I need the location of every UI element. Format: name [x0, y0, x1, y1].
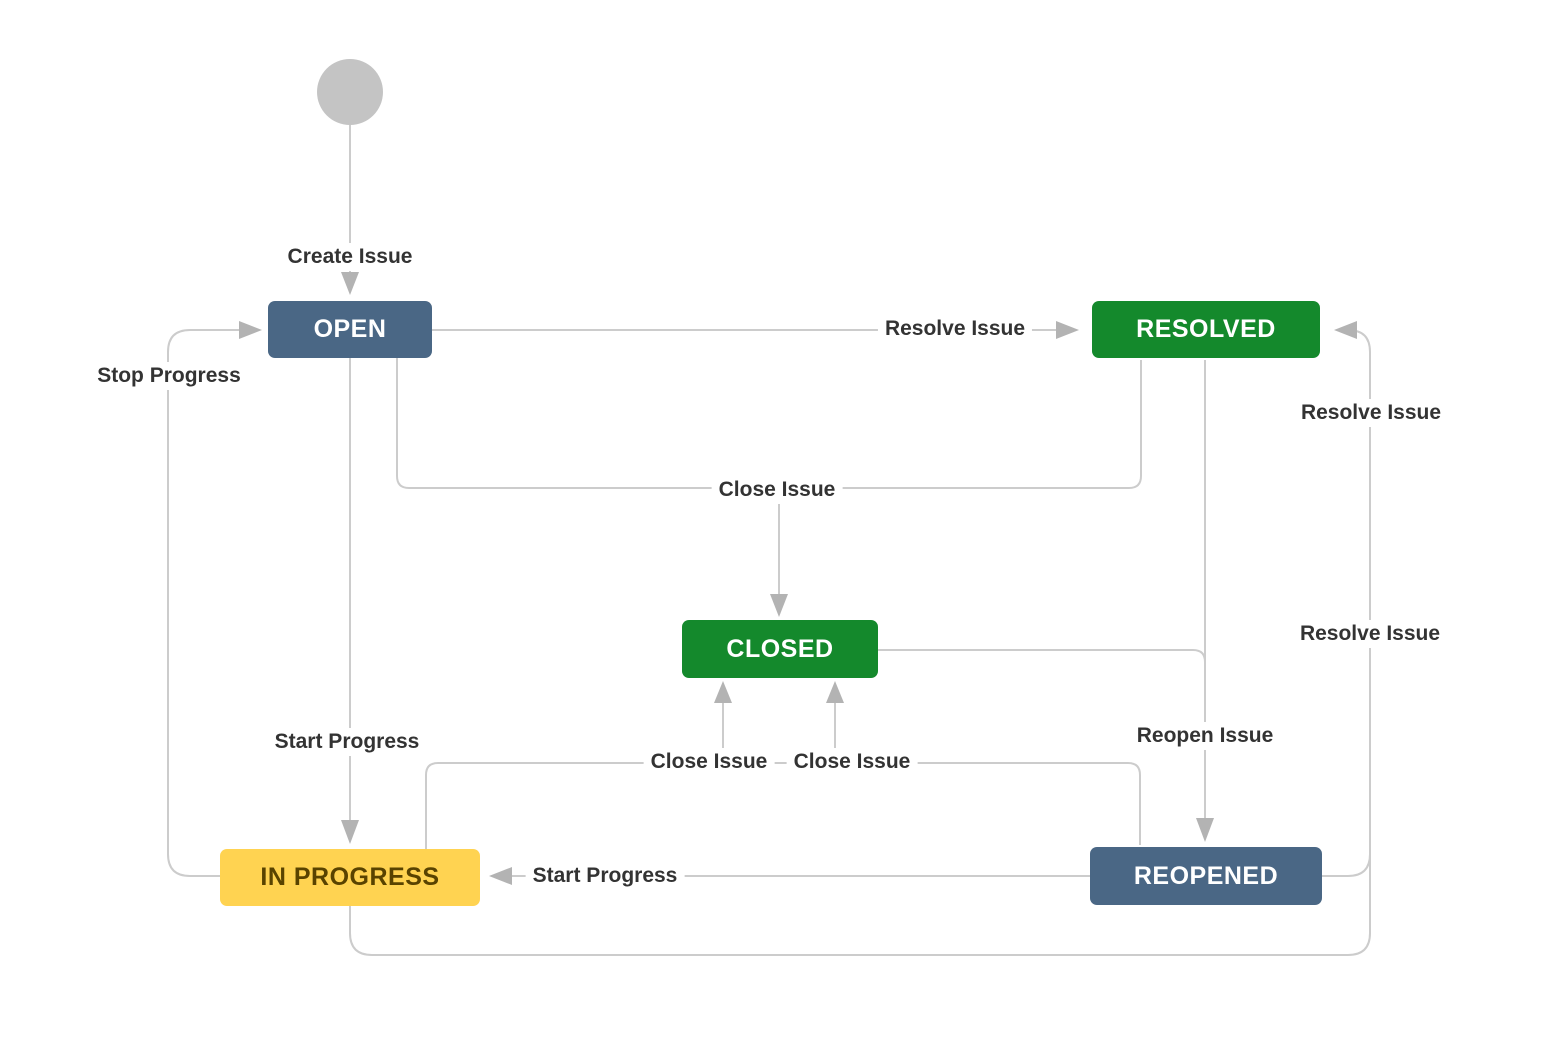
transition-label-reopen-issue[interactable]: Reopen Issue	[1129, 722, 1281, 750]
arrowhead-into-open-left	[239, 321, 262, 339]
status-node-reopened[interactable]: REOPENED	[1090, 847, 1322, 905]
edge-reopened-to-resolved	[1322, 853, 1371, 877]
start-node[interactable]	[317, 59, 383, 125]
arrowhead-into-inprogress-top	[341, 820, 359, 844]
transition-label-close-issue-right[interactable]: Close Issue	[786, 748, 918, 776]
edge-inprogress-to-open	[167, 329, 239, 877]
arrowhead-into-open-top	[341, 272, 359, 295]
transition-label-start-progress-left[interactable]: Start Progress	[267, 728, 427, 756]
status-node-closed[interactable]: CLOSED	[682, 620, 878, 678]
transition-label-resolve-issue-top[interactable]: Resolve Issue	[877, 315, 1033, 343]
arrowhead-into-closed-bottom-left	[714, 681, 732, 703]
transition-label-close-issue-mid[interactable]: Close Issue	[711, 476, 843, 504]
transition-label-resolve-issue-right-lower[interactable]: Resolve Issue	[1292, 620, 1448, 648]
arrowhead-into-inprogress-right	[489, 867, 512, 885]
arrowhead-into-closed-bottom-right	[826, 681, 844, 703]
arrowhead-into-reopened-top	[1196, 818, 1214, 842]
status-node-in-progress[interactable]: IN PROGRESS	[220, 849, 480, 906]
arrowhead-into-closed-top	[770, 594, 788, 617]
status-node-resolved[interactable]: RESOLVED	[1092, 301, 1320, 358]
edge-inprogress-to-resolved	[349, 329, 1371, 956]
arrowhead-into-resolved-left	[1056, 321, 1079, 339]
edge-inprogress-reopened-to-closed	[425, 762, 1141, 849]
transition-label-resolve-issue-right-upper[interactable]: Resolve Issue	[1293, 399, 1449, 427]
transition-label-create-issue[interactable]: Create Issue	[280, 243, 420, 271]
edge-open-resolved-to-closed	[396, 358, 1142, 489]
status-node-open[interactable]: OPEN	[268, 301, 432, 358]
arrowhead-into-resolved-right	[1334, 321, 1357, 339]
transition-label-close-issue-left[interactable]: Close Issue	[643, 748, 775, 776]
transition-label-stop-progress[interactable]: Stop Progress	[90, 362, 248, 390]
transition-label-start-progress-right[interactable]: Start Progress	[525, 862, 685, 890]
edge-closed-to-reopened	[878, 649, 1206, 663]
